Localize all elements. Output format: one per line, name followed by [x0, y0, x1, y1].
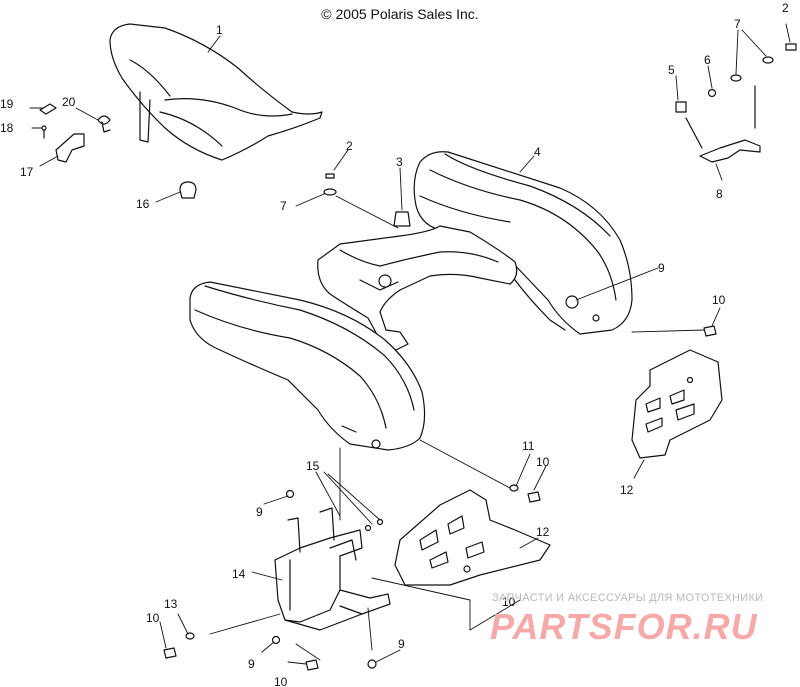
- callout-11: 11: [522, 439, 535, 453]
- callout-12: 12: [620, 483, 634, 497]
- right-fender-part: [413, 151, 633, 335]
- watermark-subtitle: ЗАПЧАСТИ И АКСЕССУАРЫ ДЛЯ МОТОТЕХНИКИ: [492, 592, 764, 604]
- callout-10: 10: [536, 455, 550, 469]
- copyright-text: © 2005 Polaris Sales Inc.: [321, 6, 479, 22]
- rear-skid-plate-part: [631, 349, 723, 459]
- callout-1: 1: [216, 23, 223, 37]
- callout-10: 10: [146, 611, 160, 625]
- callout-6: 6: [704, 53, 711, 67]
- callout-2: 2: [782, 1, 789, 15]
- callout-9: 9: [658, 261, 665, 275]
- callout-16: 16: [136, 197, 150, 211]
- callout-10: 10: [712, 293, 726, 307]
- latch-bracket-part: [55, 115, 111, 163]
- fasteners: [39, 43, 797, 671]
- watermark-logo: PARTSFOR.RU: [490, 606, 758, 647]
- callout-10: 10: [502, 595, 516, 609]
- lower-skid-plate-part: [394, 489, 551, 586]
- callout-12: 12: [536, 525, 550, 539]
- callout-7: 7: [280, 199, 287, 213]
- callout-14: 14: [232, 567, 246, 581]
- callout-17: 17: [20, 165, 34, 179]
- callout-9: 9: [398, 637, 405, 651]
- bracket-part: [685, 85, 761, 163]
- callout-7: 7: [734, 17, 741, 31]
- callout-20: 20: [62, 95, 76, 109]
- callout-5: 5: [668, 63, 675, 77]
- callout-13: 13: [164, 597, 178, 611]
- callout-3: 3: [396, 155, 403, 169]
- callout-8: 8: [716, 187, 723, 201]
- callout-4: 4: [534, 145, 541, 159]
- callout-9: 9: [248, 657, 255, 671]
- callout-2: 2: [346, 139, 353, 153]
- callout-19: 19: [0, 97, 14, 111]
- callout-18: 18: [0, 121, 14, 135]
- leader-lines: [29, 23, 791, 665]
- callout-15: 15: [306, 459, 320, 473]
- bumper-bracket-part: [274, 507, 391, 631]
- left-fender-part: [189, 281, 426, 451]
- seat-part: [109, 23, 323, 161]
- center-frame-part: [317, 225, 566, 351]
- callout-9: 9: [256, 505, 263, 519]
- callout-10: 10: [274, 675, 288, 687]
